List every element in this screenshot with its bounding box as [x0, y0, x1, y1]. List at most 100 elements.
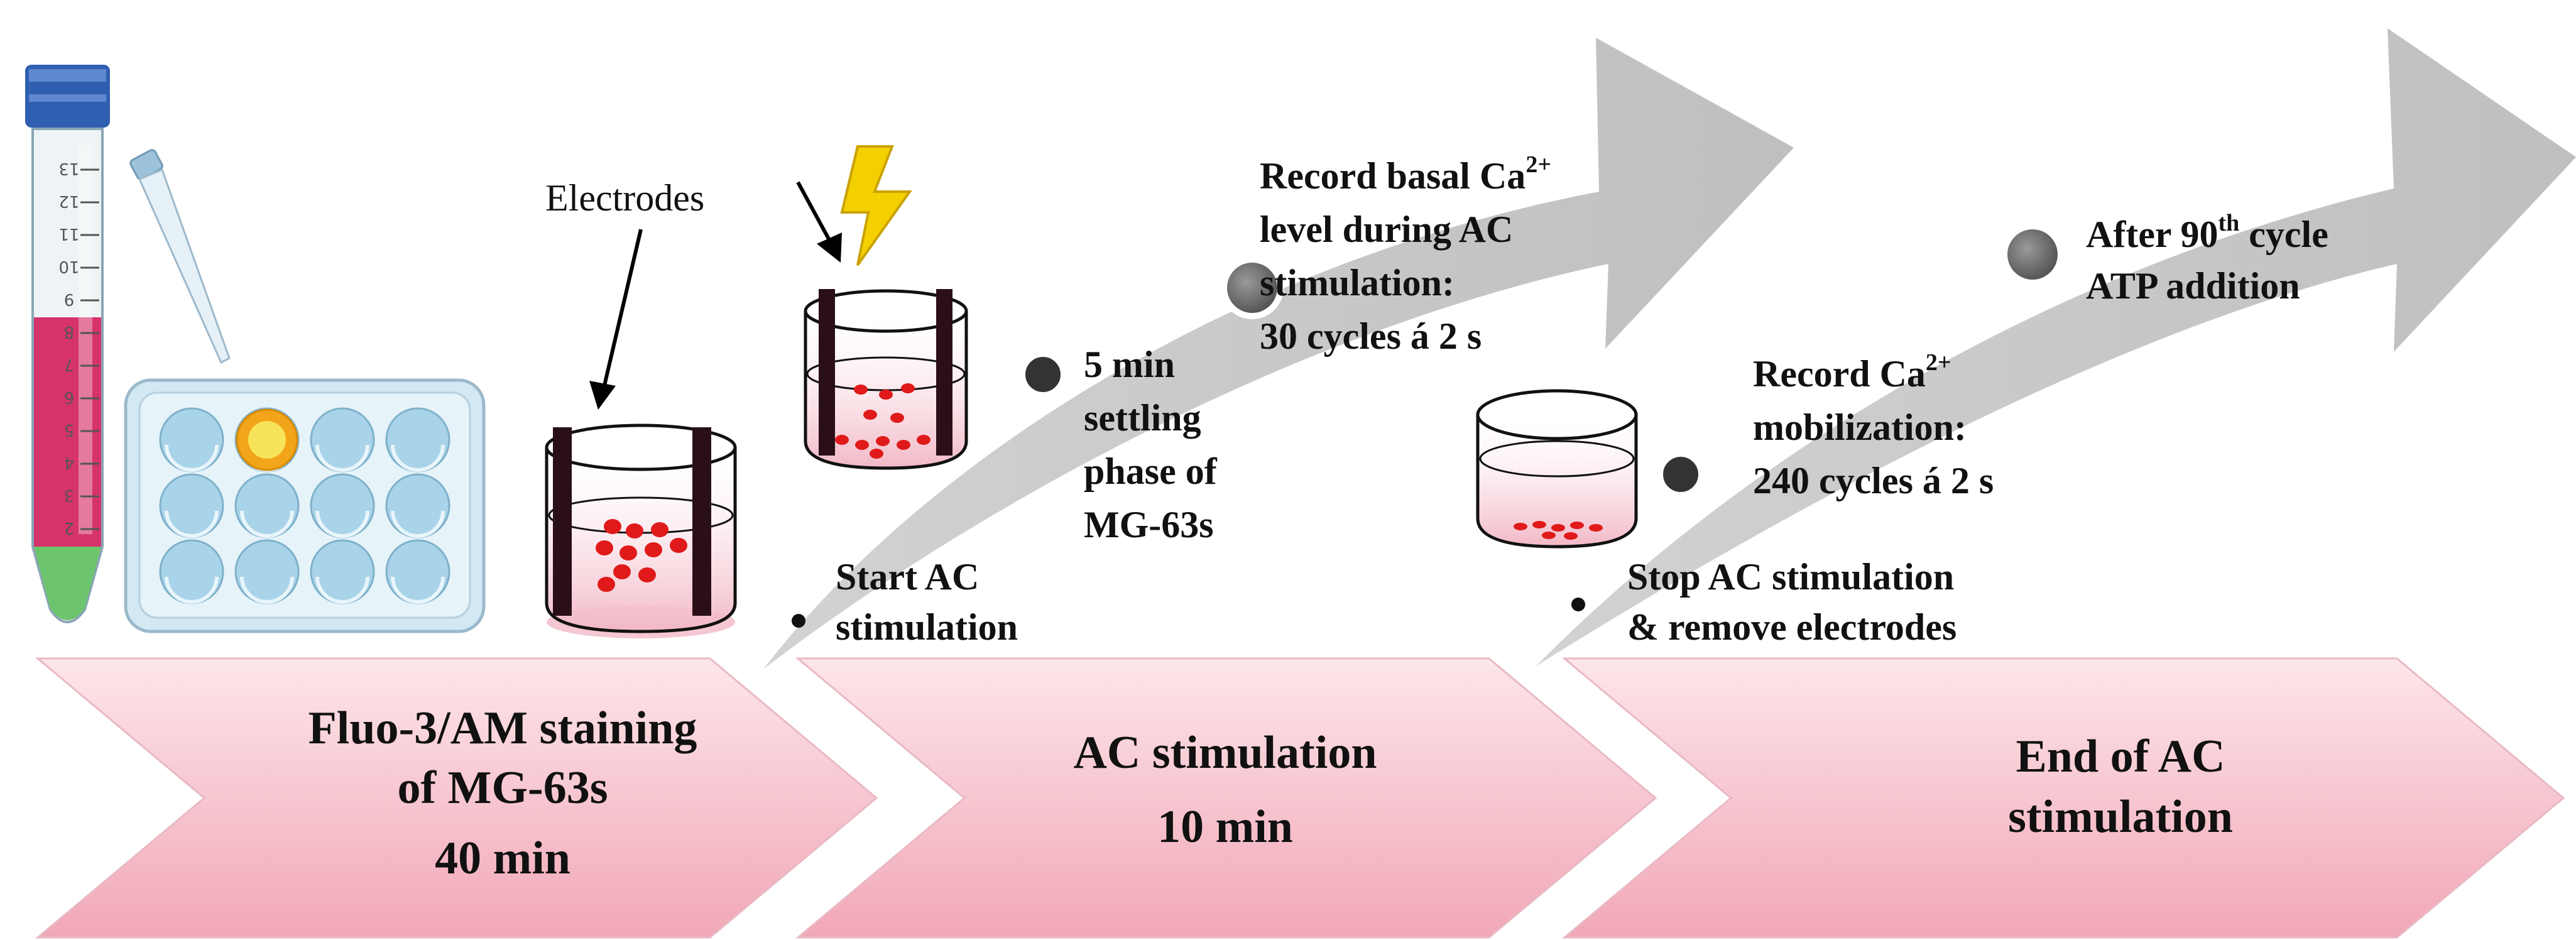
stage-1-duration: 40 min: [435, 833, 570, 884]
cell: [854, 385, 868, 395]
start-ac-dot: [792, 614, 805, 628]
cell: [645, 542, 662, 557]
tube-tick-label: 13: [58, 159, 79, 178]
settling-annotation: 5 min settling phase of MG-63s: [1084, 344, 1218, 545]
grey-arrow-2: [1536, 28, 2576, 666]
cell: [1564, 532, 1578, 540]
svg-text:5 min: 5 min: [1084, 344, 1175, 385]
stage-1-line-1: Fluo-3/AM staining: [308, 702, 697, 754]
tube-tick-label: 6: [64, 388, 75, 407]
stage-2-line-1: AC stimulation: [1073, 727, 1377, 779]
pipette-tip-icon: [129, 149, 231, 364]
plate-well: [159, 539, 224, 604]
tube-tick-label: 7: [64, 355, 75, 374]
cell: [596, 540, 613, 555]
stage-3-line-2: stimulation: [2008, 791, 2233, 843]
cell: [863, 410, 877, 420]
svg-text:phase of: phase of: [1084, 451, 1218, 492]
record-mobilization-annotation: Record Ca2+ mobilization: 240 cycles á 2…: [1753, 349, 1994, 501]
falcon-tube-icon: 13 12 11 10 9 8 7 6 5 4 3 2: [25, 65, 110, 623]
tube-tick-label: 10: [58, 257, 79, 276]
cell: [890, 413, 904, 423]
tube-tick-label: 8: [64, 322, 75, 341]
stage-2-duration: 10 min: [1157, 801, 1293, 853]
plate-well: [310, 539, 375, 604]
cell: [626, 523, 643, 538]
stage-chevron-2: [795, 657, 1657, 939]
atp-addition-annotation: After 90th cycle ATP addition: [2086, 210, 2328, 307]
svg-text:Record basal Ca2+: Record basal Ca2+: [1260, 151, 1551, 197]
cell: [1570, 522, 1584, 529]
stage-1-line-2: of MG-63s: [398, 762, 608, 814]
tube-tick-label: 11: [58, 224, 79, 243]
tube-tick-label: 4: [64, 453, 75, 472]
beaker-with-electrodes-icon: [545, 424, 737, 638]
cell: [855, 440, 869, 450]
beaker-without-electrodes-icon: [1476, 389, 1638, 549]
stage-3-line-1: End of AC: [2016, 731, 2225, 782]
stop-ac-dot: [1571, 598, 1585, 611]
stained-well-center: [248, 421, 286, 459]
tube-tick-label: 5: [64, 420, 75, 439]
svg-text:level during AC: level during AC: [1260, 209, 1513, 250]
cell: [1514, 523, 1527, 530]
cell: [638, 567, 656, 582]
svg-text:ATP addition: ATP addition: [2086, 265, 2300, 307]
svg-text:& remove electrodes: & remove electrodes: [1627, 606, 1957, 648]
electrodes-label: Electrodes: [545, 177, 704, 219]
svg-text:After 90th cycle: After 90th cycle: [2086, 210, 2328, 255]
plate-well: [159, 407, 224, 473]
cell: [613, 564, 631, 579]
cell: [897, 440, 910, 450]
stimulated-beaker-icon: [804, 289, 968, 470]
cell: [917, 435, 931, 445]
cell: [1551, 524, 1565, 532]
plate-well: [385, 473, 450, 538]
plate-well: [310, 407, 375, 473]
tube-tick-label: 2: [64, 518, 75, 537]
record-basal-annotation: Record basal Ca2+ level during AC stimul…: [1260, 151, 1551, 357]
start-ac-annotation: Start AC stimulation: [836, 556, 1018, 648]
svg-text:stimulation: stimulation: [836, 606, 1018, 648]
cell: [1589, 524, 1603, 532]
cell: [876, 436, 890, 446]
cell: [870, 449, 883, 459]
atp-addition-dot: [2001, 223, 2064, 286]
cell: [1542, 532, 1556, 539]
cell: [598, 577, 615, 592]
plate-well: [310, 473, 375, 538]
arrow-to-electrodes: [589, 229, 643, 410]
lightning-bolt-icon: [840, 145, 912, 266]
tube-tick-label: 12: [58, 192, 79, 210]
stage-chevron-3: [1561, 657, 2565, 939]
svg-text:MG-63s: MG-63s: [1084, 504, 1214, 545]
cell: [651, 522, 669, 537]
svg-text:30 cycles á 2 s: 30 cycles á 2 s: [1260, 315, 1482, 357]
svg-text:settling: settling: [1084, 397, 1201, 439]
well-plate-icon: [124, 378, 486, 633]
svg-text:stimulation:: stimulation:: [1260, 262, 1454, 303]
plate-well: [159, 473, 224, 538]
svg-text:Stop AC stimulation: Stop AC stimulation: [1627, 556, 1954, 598]
plate-well: [385, 407, 450, 473]
cell: [619, 545, 637, 560]
cell: [604, 519, 621, 534]
tube-tick-labels: 13 12 11 10 9 8 7 6 5 4 3 2: [58, 159, 99, 537]
record-mobilization-dot: [1658, 452, 1703, 497]
tube-tick-label: 9: [64, 290, 75, 309]
stop-ac-annotation: Stop AC stimulation & remove electrodes: [1627, 556, 1957, 648]
cell: [879, 390, 893, 400]
grey-arrow-1: [763, 38, 1794, 669]
plate-well: [234, 473, 300, 538]
record-basal-dot: [1221, 256, 1284, 319]
stage-chevron-1: [35, 657, 878, 939]
tube-tick-label: 3: [64, 486, 75, 505]
plate-well: [234, 539, 300, 604]
settling-dot: [1020, 352, 1066, 397]
cell: [835, 435, 849, 445]
cell: [901, 383, 915, 393]
arrow-to-beaker-2: [796, 181, 842, 263]
plate-well: [385, 539, 450, 604]
svg-text:Start AC: Start AC: [836, 556, 979, 598]
